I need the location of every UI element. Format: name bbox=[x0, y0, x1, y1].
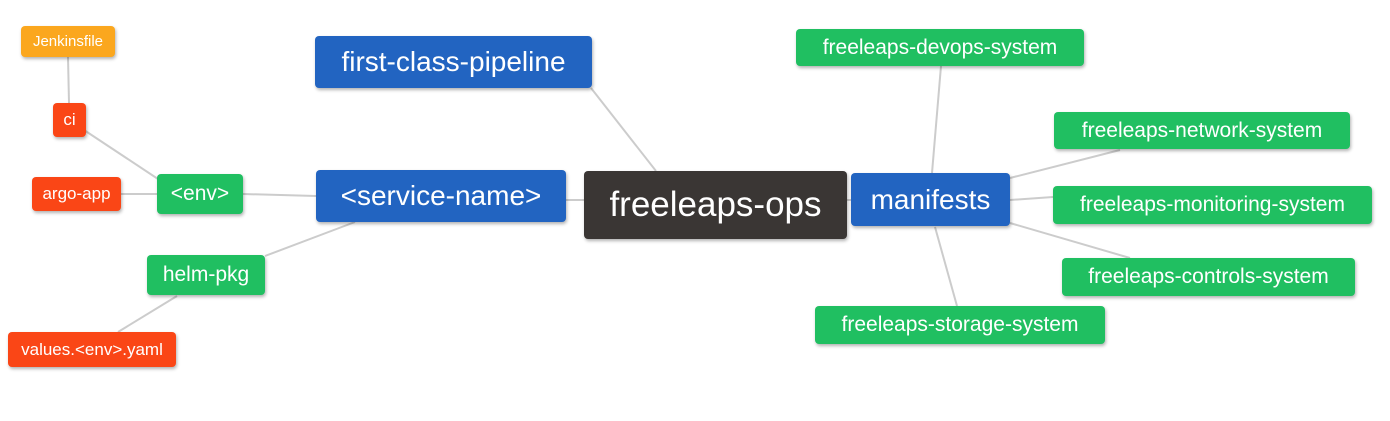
node-freeleaps-monitoring-system-label: freeleaps-monitoring-system bbox=[1080, 193, 1345, 216]
edge-manifests-storage bbox=[934, 226, 958, 307]
node-freeleaps-storage-system-label: freeleaps-storage-system bbox=[841, 313, 1079, 336]
node-freeleaps-ops-root[interactable]: freeleaps-ops bbox=[584, 171, 847, 239]
node-values-env-yaml[interactable]: values.<env>.yaml bbox=[8, 332, 176, 367]
node-freeleaps-storage-system[interactable]: freeleaps-storage-system bbox=[815, 306, 1105, 344]
node-freeleaps-monitoring-system[interactable]: freeleaps-monitoring-system bbox=[1053, 186, 1372, 224]
node-ci[interactable]: ci bbox=[53, 103, 86, 137]
edge-manifests-controls bbox=[1009, 222, 1131, 259]
node-values-env-yaml-label: values.<env>.yaml bbox=[21, 339, 163, 359]
node-first-class-pipeline[interactable]: first-class-pipeline bbox=[315, 36, 592, 88]
node-service-name[interactable]: <service-name> bbox=[316, 170, 566, 222]
node-freeleaps-devops-system[interactable]: freeleaps-devops-system bbox=[796, 29, 1084, 66]
node-helm-pkg-label: helm-pkg bbox=[162, 263, 250, 286]
node-manifests[interactable]: manifests bbox=[851, 173, 1010, 226]
edge-manifests-network bbox=[1009, 149, 1121, 179]
node-freeleaps-network-system-label: freeleaps-network-system bbox=[1081, 118, 1323, 142]
node-jenkinsfile[interactable]: Jenkinsfile bbox=[21, 26, 115, 57]
node-argo-app-label: argo-app bbox=[42, 184, 111, 203]
node-freeleaps-network-system[interactable]: freeleaps-network-system bbox=[1054, 112, 1350, 149]
node-service-name-label: <service-name> bbox=[340, 180, 542, 211]
edge-ci-env bbox=[83, 129, 159, 180]
node-freeleaps-controls-system[interactable]: freeleaps-controls-system bbox=[1062, 258, 1355, 296]
node-freeleaps-ops-label: freeleaps-ops bbox=[609, 185, 822, 224]
node-env[interactable]: <env> bbox=[157, 174, 243, 214]
edge-service-name-helm-pkg bbox=[264, 221, 356, 257]
edge-jenkinsfile-ci bbox=[67, 56, 70, 104]
node-manifests-label: manifests bbox=[870, 183, 991, 215]
edge-env-service-name bbox=[242, 193, 317, 197]
edge-manifests-devops bbox=[931, 65, 942, 174]
node-first-class-pipeline-label: first-class-pipeline bbox=[341, 46, 566, 77]
node-freeleaps-controls-system-label: freeleaps-controls-system bbox=[1088, 265, 1329, 288]
node-jenkinsfile-label: Jenkinsfile bbox=[32, 33, 104, 50]
node-ci-label: ci bbox=[63, 110, 76, 129]
edge-manifests-monitoring bbox=[1009, 196, 1054, 201]
node-env-label: <env> bbox=[170, 182, 230, 205]
node-freeleaps-devops-system-label: freeleaps-devops-system bbox=[822, 35, 1058, 59]
edge-pipeline-freeleaps-ops bbox=[590, 87, 657, 172]
edge-helm-pkg-values bbox=[117, 295, 178, 333]
node-argo-app[interactable]: argo-app bbox=[32, 177, 121, 211]
node-helm-pkg[interactable]: helm-pkg bbox=[147, 255, 265, 295]
